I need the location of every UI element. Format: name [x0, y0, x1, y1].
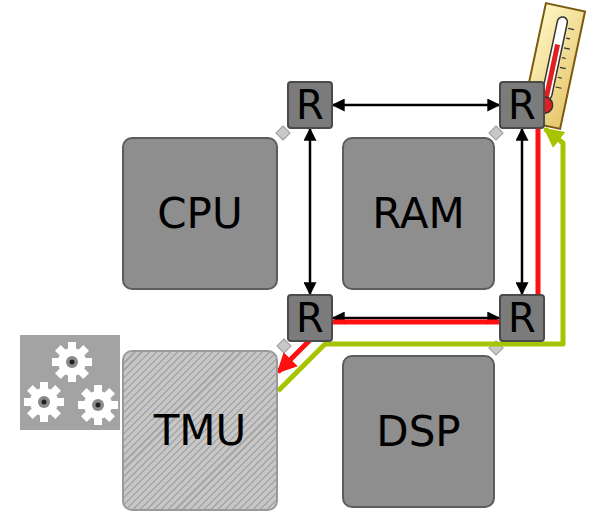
module-box: RAM — [342, 137, 495, 290]
icon-ground — [20, 335, 120, 430]
router-box: R — [499, 81, 545, 129]
link-arrow — [521, 129, 524, 294]
router-box: R — [499, 294, 545, 342]
router-label: R — [508, 85, 536, 125]
router-label: R — [296, 298, 324, 338]
module-label: CPU — [157, 193, 242, 235]
gear — [52, 342, 92, 382]
thermometer-column — [543, 44, 560, 102]
link-arrow — [309, 129, 312, 294]
module-box: DSP — [342, 355, 495, 508]
monitor-unit-box: TMU — [122, 350, 278, 511]
gear — [24, 382, 64, 422]
gears-icon — [20, 335, 120, 430]
link-arrow — [333, 317, 499, 320]
module-label: DSP — [376, 411, 460, 453]
module-label: RAM — [372, 193, 464, 235]
control-arrow — [278, 129, 563, 391]
router-label: R — [508, 298, 536, 338]
router-label: R — [296, 85, 324, 125]
router-box: R — [287, 294, 333, 342]
module-label: TMU — [154, 410, 247, 452]
module-box: CPU — [122, 137, 278, 290]
gear — [78, 385, 118, 425]
thermometer-ticks — [556, 28, 574, 88]
router-box: R — [287, 81, 333, 129]
link-arrow — [333, 104, 499, 107]
